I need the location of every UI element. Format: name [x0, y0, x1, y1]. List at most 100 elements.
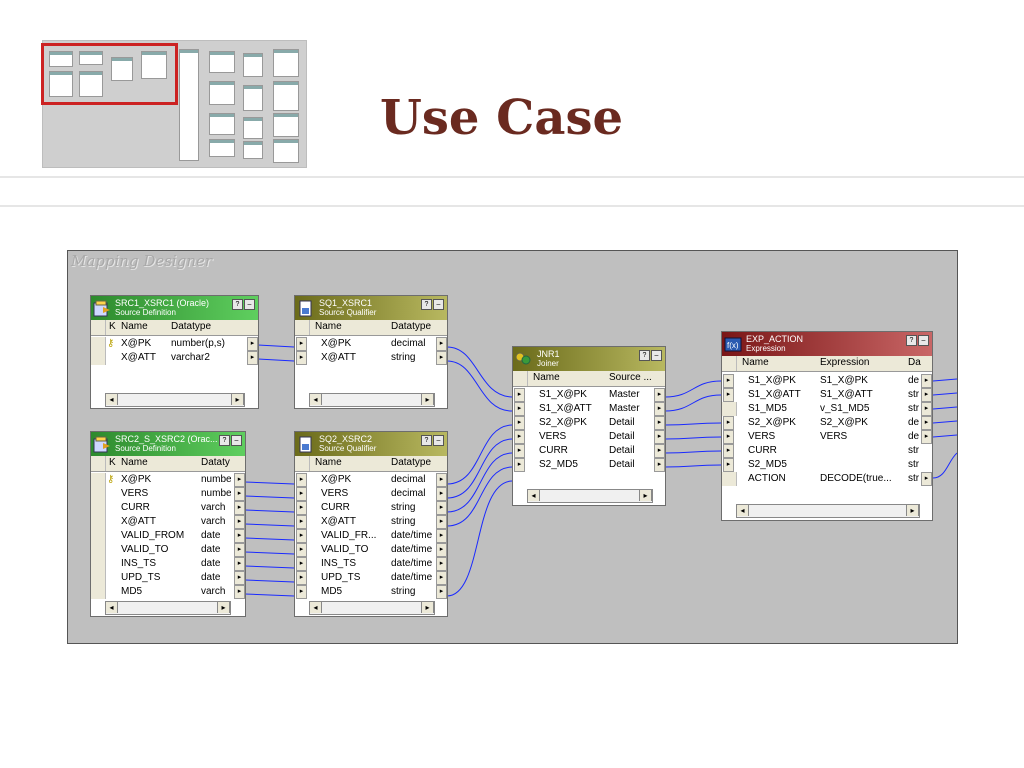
column-header[interactable]: Name: [315, 457, 342, 468]
mapping-designer-canvas[interactable]: Mapping Designer: [67, 250, 958, 644]
help-icon[interactable]: ?: [232, 299, 243, 310]
column-header[interactable]: Dataty: [201, 457, 230, 468]
input-port-icon[interactable]: ▸: [514, 458, 525, 472]
column-header[interactable]: Name: [121, 457, 148, 468]
output-port-icon[interactable]: ▸: [234, 515, 245, 529]
output-port-icon[interactable]: ▸: [436, 585, 447, 599]
scroll-right-icon[interactable]: ▸: [421, 394, 434, 405]
output-port-icon[interactable]: ▸: [436, 529, 447, 543]
output-port-icon[interactable]: ▸: [654, 458, 665, 472]
scroll-left-icon[interactable]: ◂: [528, 490, 540, 501]
minimize-icon[interactable]: –: [433, 299, 444, 310]
scroll-left-icon[interactable]: ◂: [737, 505, 749, 516]
input-port-icon[interactable]: ▸: [723, 374, 734, 388]
scroll-left-icon[interactable]: ◂: [310, 394, 322, 405]
output-port-icon[interactable]: ▸: [436, 515, 447, 529]
output-port-icon[interactable]: ▸: [921, 374, 932, 388]
output-port-icon[interactable]: ▸: [436, 501, 447, 515]
minimize-icon[interactable]: –: [651, 350, 662, 361]
horizontal-scrollbar[interactable]: ◂ ▸: [527, 489, 653, 503]
output-port-icon[interactable]: ▸: [921, 430, 932, 444]
scroll-left-icon[interactable]: ◂: [310, 602, 322, 613]
column-header[interactable]: K: [109, 457, 116, 468]
expression-transformation[interactable]: f(x) EXP_ACTION Expression ?– Name Expre…: [721, 331, 933, 521]
input-port-icon[interactable]: ▸: [514, 388, 525, 402]
input-port-icon[interactable]: ▸: [723, 444, 734, 458]
column-header[interactable]: Source ...: [609, 372, 652, 383]
output-port-icon[interactable]: ▸: [436, 487, 447, 501]
horizontal-scrollbar[interactable]: ◂ ▸: [105, 601, 231, 615]
help-icon[interactable]: ?: [219, 435, 230, 446]
input-port-icon[interactable]: ▸: [296, 337, 307, 351]
port-row[interactable]: ▸VALID_FR...date/time▸: [295, 529, 447, 543]
output-port-icon[interactable]: ▸: [247, 337, 258, 351]
output-port-icon[interactable]: ▸: [436, 473, 447, 487]
column-header[interactable]: Expression: [820, 357, 870, 368]
input-port-icon[interactable]: ▸: [296, 515, 307, 529]
sq1-transformation[interactable]: SQ1_XSRC1 Source Qualifier ?– Name Datat…: [294, 295, 448, 409]
output-port-icon[interactable]: ▸: [654, 444, 665, 458]
input-port-icon[interactable]: ▸: [723, 458, 734, 472]
minimize-icon[interactable]: –: [231, 435, 242, 446]
output-port-icon[interactable]: ▸: [654, 416, 665, 430]
scroll-right-icon[interactable]: ▸: [231, 394, 244, 405]
output-port-icon[interactable]: ▸: [654, 402, 665, 416]
scroll-right-icon[interactable]: ▸: [421, 602, 434, 613]
output-port-icon[interactable]: ▸: [234, 585, 245, 599]
scroll-right-icon[interactable]: ▸: [217, 602, 230, 613]
input-port-icon[interactable]: ▸: [296, 571, 307, 585]
input-port-icon[interactable]: ▸: [296, 557, 307, 571]
minimize-icon[interactable]: –: [244, 299, 255, 310]
output-port-icon[interactable]: ▸: [921, 416, 932, 430]
input-port-icon[interactable]: ▸: [296, 529, 307, 543]
output-port-icon[interactable]: ▸: [234, 501, 245, 515]
output-port-icon[interactable]: ▸: [234, 543, 245, 557]
output-port-icon[interactable]: ▸: [921, 388, 932, 402]
minimize-icon[interactable]: –: [433, 435, 444, 446]
output-port-icon[interactable]: ▸: [436, 351, 447, 365]
port-row[interactable]: X@ATT varchar2 ▸: [91, 351, 258, 365]
horizontal-scrollbar[interactable]: ◂ ▸: [105, 393, 245, 407]
help-icon[interactable]: ?: [639, 350, 650, 361]
input-port-icon[interactable]: ▸: [296, 351, 307, 365]
input-port-icon[interactable]: ▸: [296, 473, 307, 487]
column-header[interactable]: Name: [533, 372, 560, 383]
output-port-icon[interactable]: ▸: [436, 557, 447, 571]
column-header[interactable]: Name: [742, 357, 769, 368]
scroll-left-icon[interactable]: ◂: [106, 602, 118, 613]
output-port-icon[interactable]: ▸: [436, 571, 447, 585]
port-row[interactable]: ▸ X@PK decimal ▸: [295, 337, 447, 351]
help-icon[interactable]: ?: [421, 299, 432, 310]
help-icon[interactable]: ?: [421, 435, 432, 446]
input-port-icon[interactable]: ▸: [514, 444, 525, 458]
column-header[interactable]: Da: [908, 357, 921, 368]
input-port-icon[interactable]: ▸: [514, 430, 525, 444]
output-port-icon[interactable]: ▸: [234, 529, 245, 543]
port-row[interactable]: ▸ X@ATT string ▸: [295, 351, 447, 365]
column-header[interactable]: Name: [121, 321, 148, 332]
output-port-icon[interactable]: ▸: [921, 402, 932, 416]
src2-transformation[interactable]: SRC2_S_XSRC2 (Orac... Source Definition …: [90, 431, 246, 617]
input-port-icon[interactable]: ▸: [296, 585, 307, 599]
minimize-icon[interactable]: –: [918, 335, 929, 346]
output-port-icon[interactable]: ▸: [921, 472, 932, 486]
input-port-icon[interactable]: ▸: [514, 402, 525, 416]
